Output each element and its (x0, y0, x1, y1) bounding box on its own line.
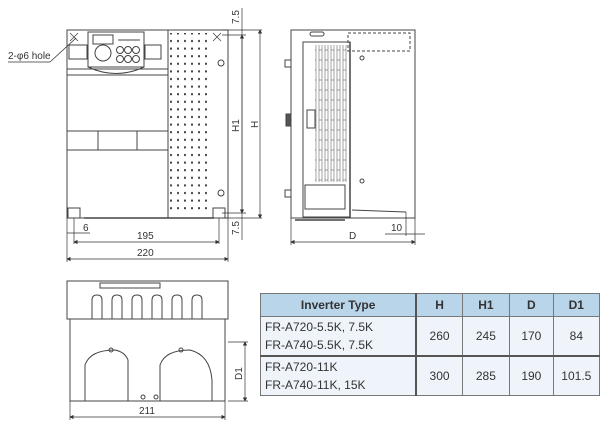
bottom-view (66, 280, 229, 402)
cell-D1: 84 (552, 316, 600, 357)
cell-D: 170 (509, 316, 554, 357)
header-type: Inverter Type (260, 293, 417, 317)
header-H1: H1 (461, 293, 511, 317)
header-H: H (415, 293, 463, 317)
dim-D1: D1 (234, 367, 245, 380)
dim-bottom-offset: 7.5 (231, 221, 242, 235)
dim-side-offset: 10 (391, 223, 403, 234)
dim-depth: D (349, 231, 356, 242)
dim-inner-width: 195 (137, 231, 154, 242)
header-D1: D1 (552, 293, 600, 317)
cell-H: 300 (415, 355, 463, 396)
dimension-table: Inverter Type H H1 D D1 FR-A720-5.5K, 7.… (260, 293, 600, 396)
side-view (284, 29, 416, 221)
cell-H: 260 (415, 316, 463, 357)
header-D: D (509, 293, 554, 317)
dim-top-offset: 7.5 (231, 10, 242, 24)
dim-H1: H1 (231, 119, 242, 132)
table-header: Inverter Type H H1 D D1 (260, 293, 600, 317)
cell-D: 190 (509, 355, 554, 396)
dim-bottom-width: 211 (139, 406, 155, 417)
dim-H: H (250, 121, 261, 128)
front-view (66, 29, 229, 219)
hole-label: 2-φ6 hole (8, 51, 51, 62)
dim-outer-width: 220 (137, 248, 154, 259)
dim-edge: 6 (83, 223, 89, 234)
cell-H1: 285 (461, 355, 511, 396)
cell-D1: 101.5 (552, 355, 600, 396)
cell-H1: 245 (461, 316, 511, 357)
